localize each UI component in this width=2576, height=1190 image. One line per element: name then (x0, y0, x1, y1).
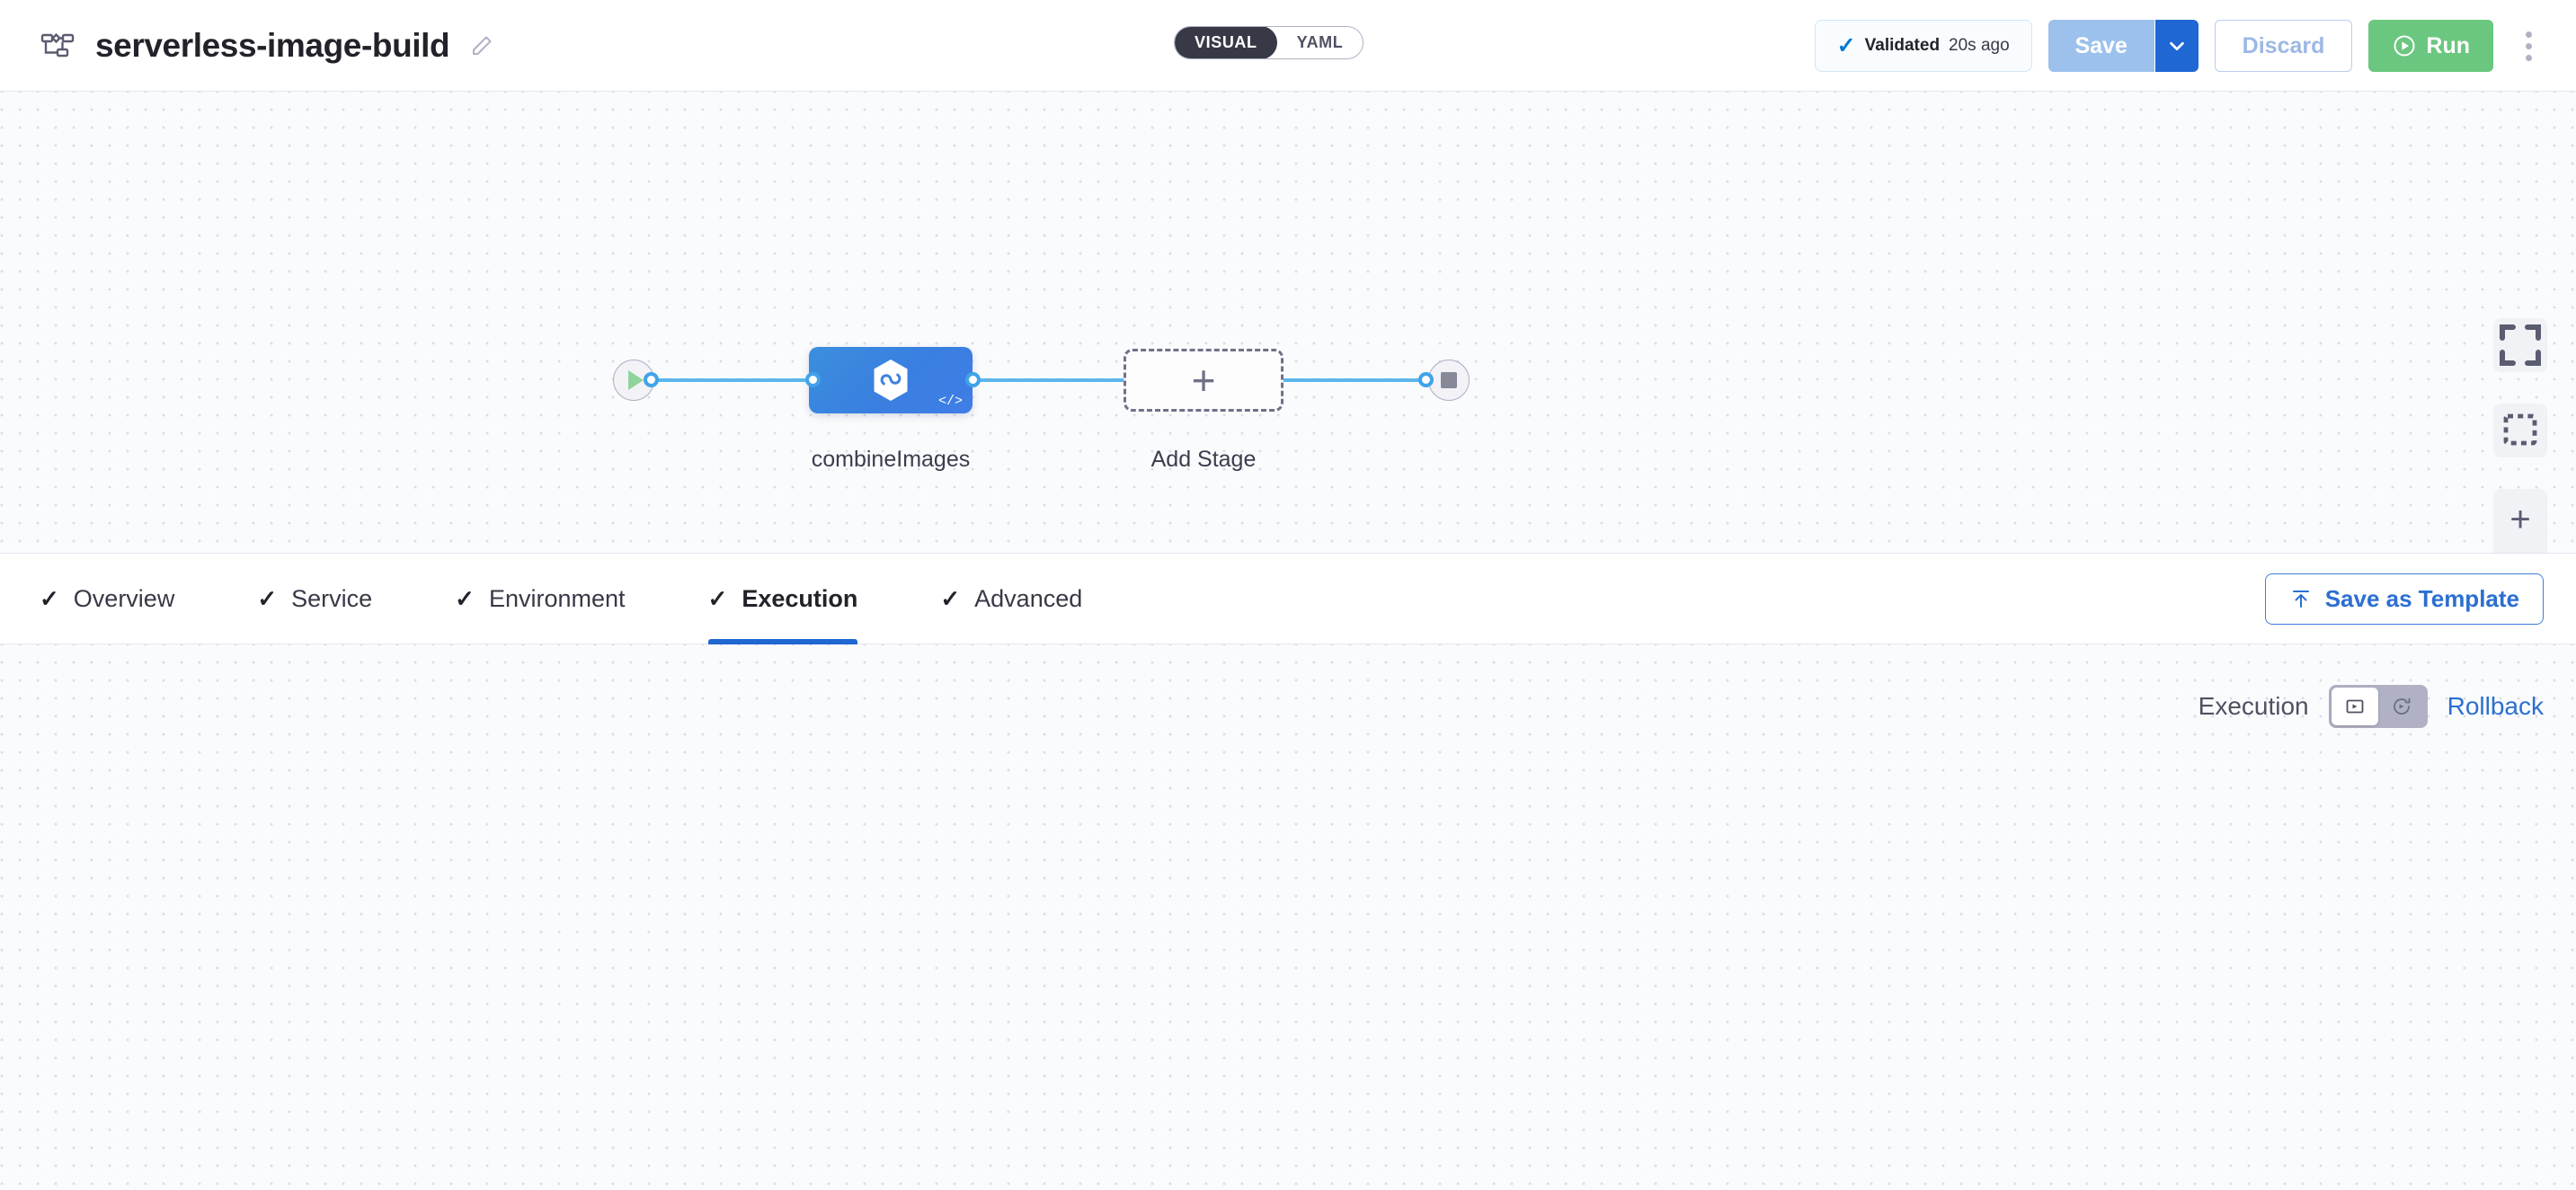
header-actions: ✓ Validated 20s ago Save Discard Run (1814, 0, 2547, 92)
play-icon (628, 370, 644, 390)
tab-service[interactable]: ✓ Service (257, 554, 413, 644)
tab-label: Execution (742, 584, 858, 612)
stage-output-port[interactable] (965, 372, 981, 387)
chevron-down-icon (2169, 41, 2184, 51)
edge-stage-to-addstage (976, 378, 1124, 382)
check-icon: ✓ (1836, 32, 1856, 58)
rollback-label[interactable]: Rollback (2447, 692, 2544, 720)
stage-code-glyph: </> (937, 394, 963, 409)
run-label: Run (2426, 32, 2470, 58)
tab-label: Environment (488, 584, 626, 612)
tab-label: Service (291, 584, 373, 612)
upload-template-icon (2292, 590, 2309, 608)
check-icon: ✓ (40, 584, 59, 612)
minus-icon: − (2509, 552, 2530, 553)
tab-list: ✓ Overview ✓ Service ✓ Environment ✓ Exe… (0, 554, 1165, 644)
edge-addstage-to-end (1284, 378, 1427, 382)
edge-start-to-stage (654, 378, 813, 382)
harness-hexagon-icon (874, 360, 908, 401)
validated-label: Validated (1864, 36, 1941, 55)
start-output-port[interactable] (644, 372, 659, 387)
segment-rollback[interactable] (2378, 688, 2425, 725)
app-header: serverless-image-build VISUAL YAML ✓ Val… (0, 0, 2576, 92)
tab-environment[interactable]: ✓ Environment (455, 554, 666, 644)
execution-rollback-segmented-control[interactable] (2328, 685, 2428, 728)
execution-rollback-switch: Execution Rollback (2198, 685, 2544, 728)
tab-overview[interactable]: ✓ Overview (40, 554, 216, 644)
stage-input-port[interactable] (805, 372, 821, 387)
play-circle-icon (2394, 35, 2415, 57)
save-dropdown-button[interactable] (2154, 20, 2198, 72)
save-as-template-button[interactable]: Save as Template (2264, 573, 2544, 625)
mode-option-yaml[interactable]: YAML (1296, 33, 1344, 51)
header-left-group: serverless-image-build (0, 27, 496, 65)
pencil-icon[interactable] (467, 31, 496, 60)
plus-icon: + (2509, 500, 2531, 539)
check-icon: ✓ (707, 584, 728, 612)
pipeline-end-node[interactable] (1428, 360, 1470, 401)
save-as-template-label: Save as Template (2324, 585, 2519, 612)
check-icon: ✓ (455, 584, 475, 612)
pipeline-canvas[interactable]: </> combineImages + Add Stage + − (0, 92, 2576, 554)
add-stage-caption: Add Stage (1150, 447, 1257, 472)
tab-advanced[interactable]: ✓ Advanced (940, 554, 1124, 644)
end-input-port[interactable] (1418, 372, 1434, 387)
segment-execution[interactable] (2331, 688, 2378, 725)
tab-label: Advanced (974, 584, 1083, 612)
marquee-select-icon (2503, 413, 2537, 446)
visual-yaml-toggle[interactable]: VISUAL YAML (1174, 26, 1364, 59)
stop-icon (1441, 372, 1457, 388)
fit-screen-button[interactable] (2493, 318, 2547, 372)
tab-execution[interactable]: ✓ Execution (707, 554, 900, 644)
stage-node-combineimages[interactable]: </> (809, 347, 973, 413)
check-icon: ✓ (940, 584, 961, 612)
page-title: serverless-image-build (95, 26, 450, 64)
check-icon: ✓ (257, 584, 278, 612)
kebab-menu-icon[interactable] (2509, 20, 2547, 72)
pipeline-flow-icon (40, 28, 76, 64)
fit-screen-icon (2500, 324, 2541, 366)
stage-tab-bar: ✓ Overview ✓ Service ✓ Environment ✓ Exe… (0, 554, 2576, 644)
status-badge-validated: ✓ Validated 20s ago (1814, 20, 2032, 72)
tab-label: Overview (73, 584, 175, 612)
active-tab-underline (707, 638, 858, 644)
execution-canvas[interactable]: k8s-step-group </> dinD </> serverless-b… (0, 644, 2576, 1190)
zoom-out-button[interactable]: − (2493, 545, 2547, 553)
save-split-button[interactable]: Save (2047, 20, 2198, 72)
rollback-arrow-icon (2393, 697, 2411, 715)
stage-caption: combineImages (811, 447, 971, 472)
mode-option-visual[interactable]: VISUAL (1175, 27, 1277, 58)
plus-icon: + (1191, 357, 1216, 404)
marquee-select-button[interactable] (2493, 404, 2547, 457)
execution-steps-icon (2346, 699, 2364, 714)
canvas-zoom-tools: + − (2493, 318, 2547, 553)
zoom-stack: + − (2493, 489, 2547, 553)
execution-label: Execution (2198, 692, 2309, 720)
add-stage-button[interactable]: + (1124, 349, 1284, 412)
zoom-in-button[interactable]: + (2493, 494, 2547, 545)
save-button[interactable]: Save (2047, 20, 2154, 72)
run-button[interactable]: Run (2368, 20, 2493, 72)
discard-button[interactable]: Discard (2214, 20, 2353, 72)
validated-time: 20s ago (1949, 36, 2010, 55)
